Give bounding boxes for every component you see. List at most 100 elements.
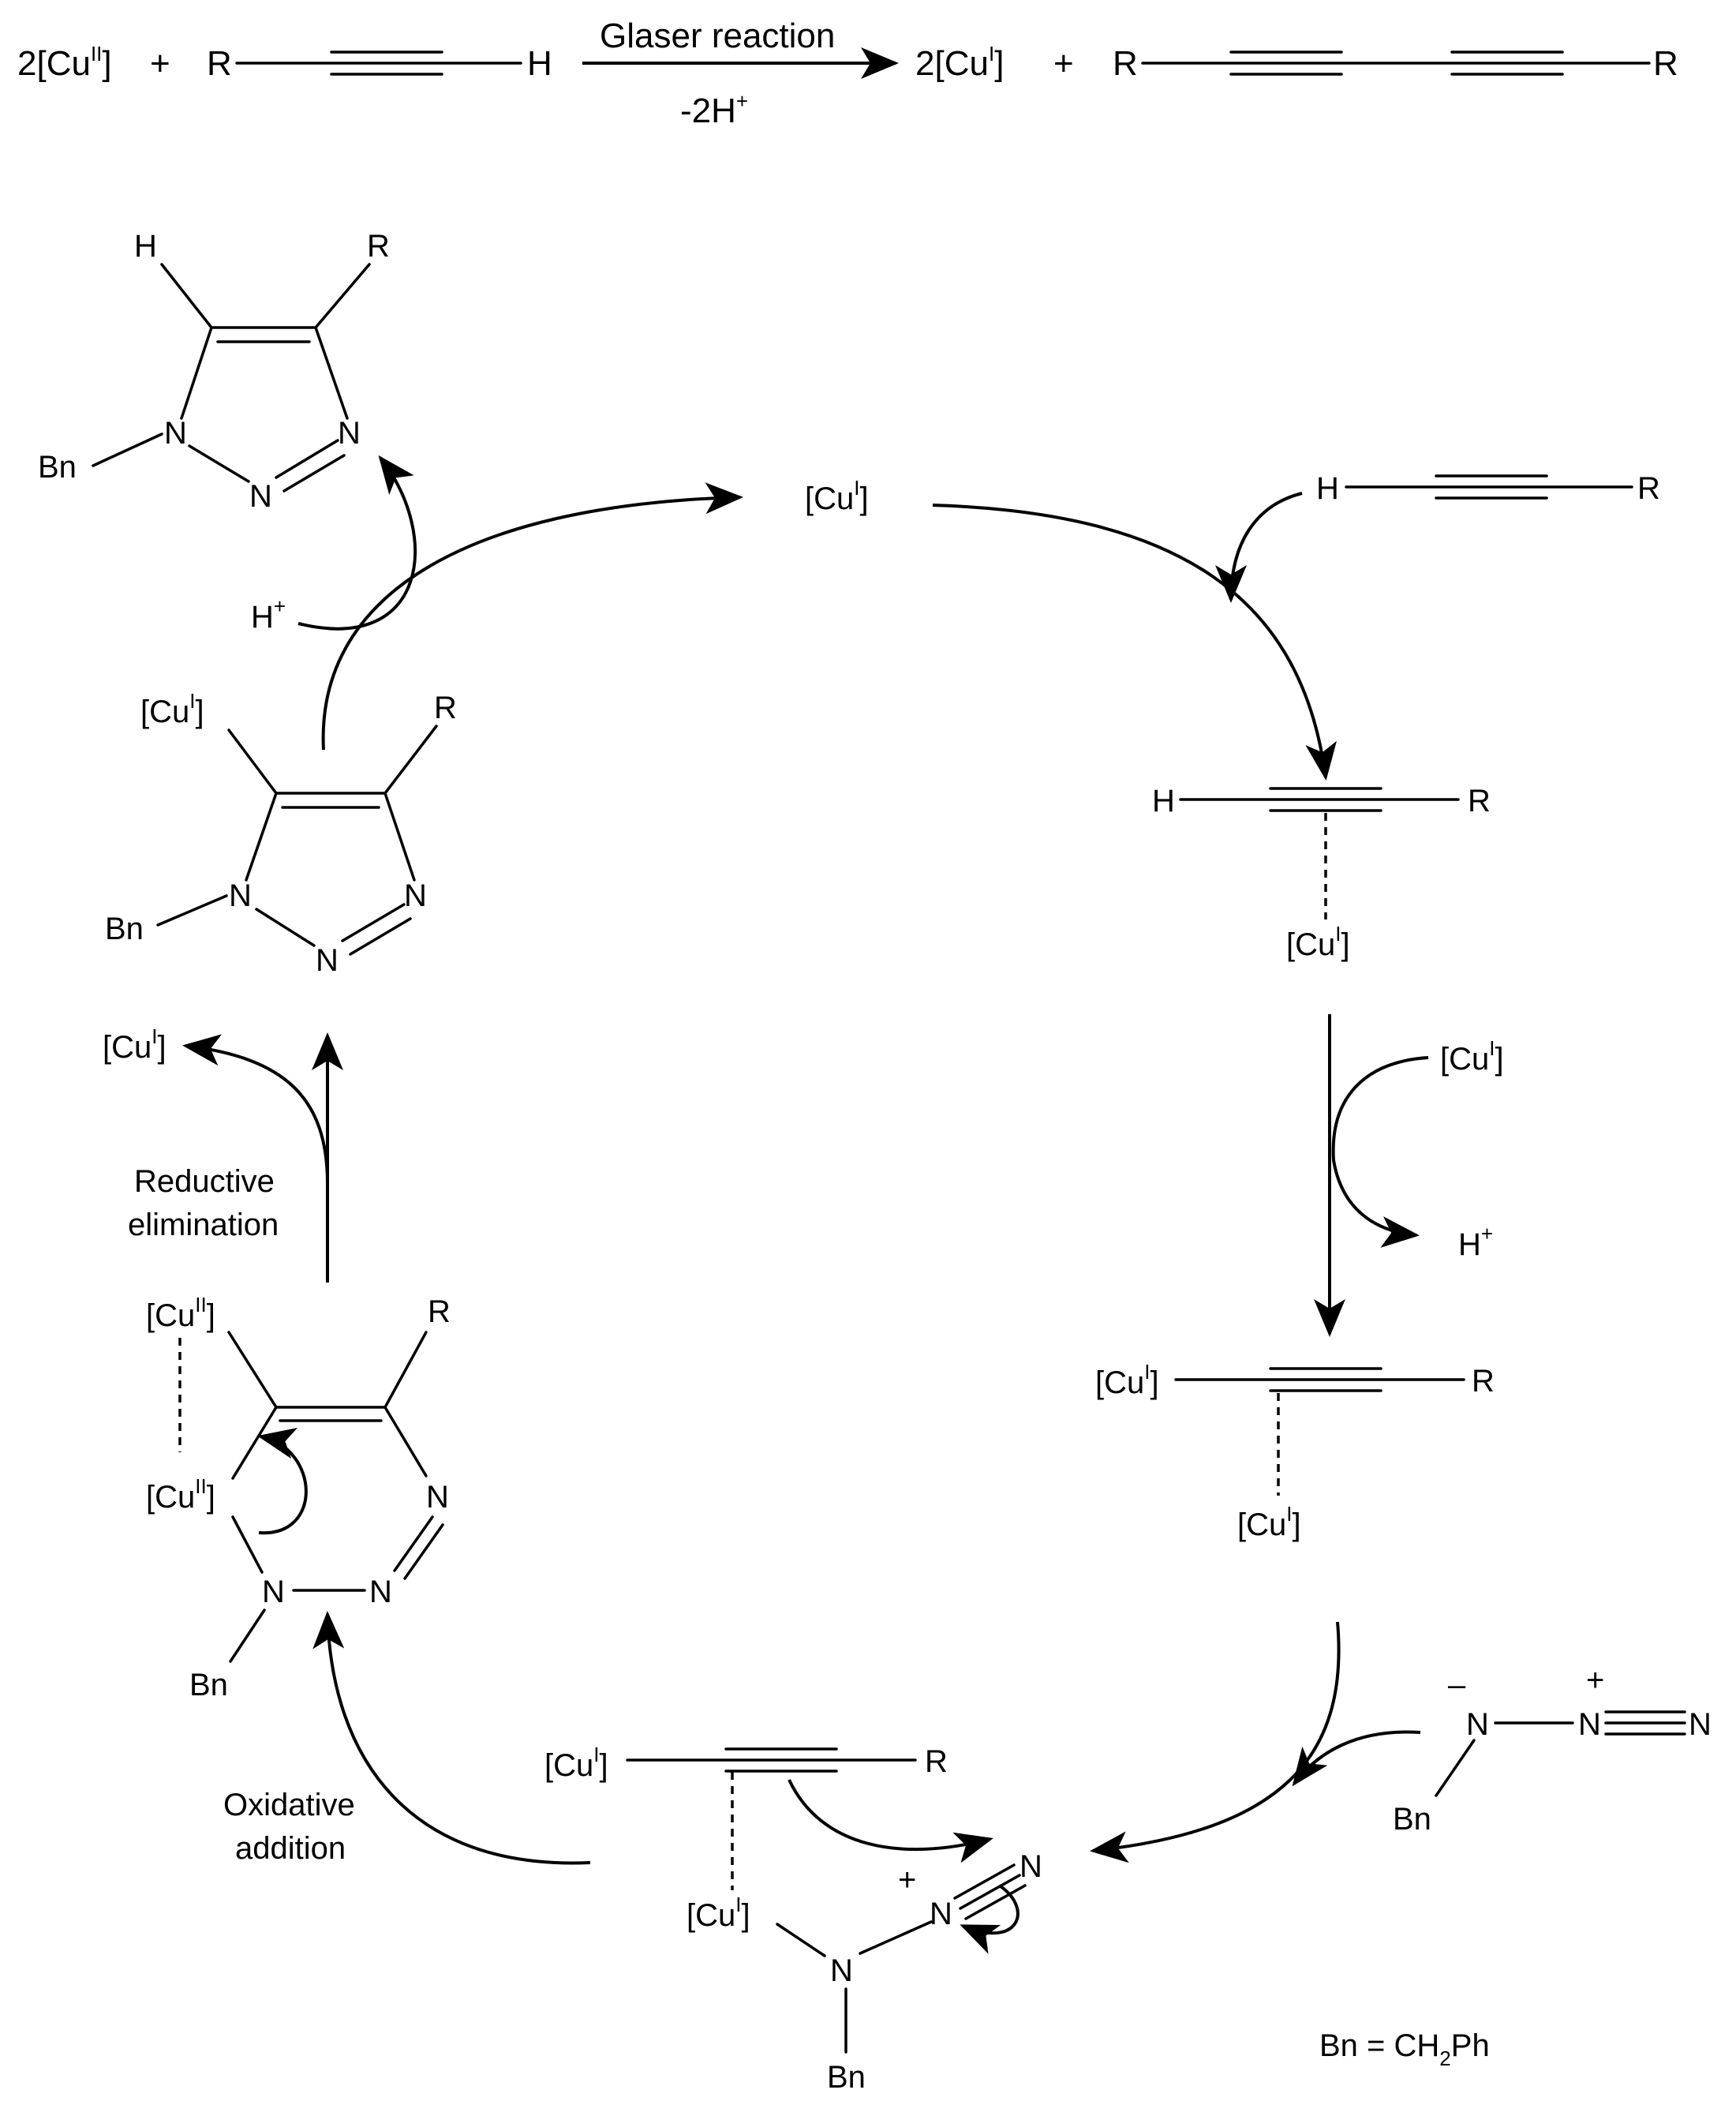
r-label: R (1113, 44, 1138, 83)
proton-released: H+ (1458, 1222, 1493, 1262)
minus-charge: – (1448, 1668, 1466, 1702)
cu-n-bond (776, 1923, 826, 1957)
cu-i-coordinated: [CuI] (1286, 922, 1350, 962)
bond (160, 263, 213, 329)
plus-sign: + (1053, 44, 1074, 83)
reductive-label-line2: elimination (128, 1208, 279, 1242)
n-label: N (830, 1953, 853, 1988)
bond (383, 792, 416, 882)
double-bond-line (275, 439, 339, 479)
bond (383, 1406, 428, 1477)
alkyne-coordination-arrow (932, 504, 1337, 781)
n-label: N (262, 1575, 285, 1609)
proton-label: H+ (251, 594, 286, 635)
copper-metallacycle: [CuII] [CuII] R N N N Bn (146, 1293, 451, 1702)
n1-label: N (229, 878, 252, 913)
bond (227, 1331, 278, 1409)
r-label: R (1653, 44, 1678, 83)
n3-label: N (404, 878, 427, 913)
r-label: R (434, 691, 457, 725)
bond (245, 792, 278, 882)
n2-label: N (249, 479, 272, 514)
oxidative-label-line2: addition (235, 1831, 346, 1866)
triple-bond-line (953, 1863, 1016, 1900)
cu-i-acetylide: [CuI] (1095, 1360, 1159, 1400)
cu-ii-reagent: 2[CuII] (17, 42, 112, 83)
bond (383, 725, 438, 795)
r-label: R (367, 229, 390, 264)
cu-i-second: [CuI] (1440, 1036, 1504, 1077)
glaser-equation: 2[CuII] + R H Glaser reaction -2H+ 2[CuI… (17, 17, 1678, 130)
cu-i-product: 2[CuI] (915, 42, 1004, 83)
benzyl-azide-reagent: – N + N N Bn (1393, 1663, 1712, 1837)
cu-i-released: [CuI] (103, 1024, 166, 1065)
bond (314, 326, 349, 420)
bond (383, 1331, 428, 1409)
n-label: N (1020, 1849, 1042, 1884)
h-label: H (527, 44, 552, 83)
triple-bond-line (964, 1884, 1027, 1920)
cu-i-complex: [CuI] (544, 1743, 608, 1783)
double-bond-line (282, 454, 346, 492)
triazole-product: H R N N N Bn (38, 229, 390, 514)
bn-bond (156, 894, 228, 927)
double-bond-line (341, 903, 406, 942)
h-label: H (1316, 471, 1339, 506)
n3-label: N (338, 416, 361, 451)
bn-label: Bn (38, 450, 77, 485)
oxidative-addition-arrow (312, 1611, 591, 1865)
n2-label: N (316, 943, 339, 978)
minus-2h-label: -2H+ (680, 89, 748, 130)
bond (188, 444, 250, 483)
reductive-electron-arrow (257, 1428, 308, 1535)
bond (180, 326, 213, 420)
electron-shift-arrow (960, 1885, 1020, 1954)
double-bond-line (403, 1523, 444, 1580)
n-label: N (1689, 1707, 1712, 1742)
cu-ii-lower: [CuII] (146, 1474, 215, 1515)
bn-label: Bn (189, 1668, 228, 1702)
cu-release-arrow (182, 1034, 329, 1185)
bn-bond (1435, 1739, 1476, 1797)
alkyne-attack-arrow (1215, 492, 1303, 603)
h-label: H (134, 229, 157, 264)
bond (314, 263, 371, 329)
bn-label: Bn (105, 912, 144, 946)
cu-i-triazolide: [CuI] (140, 689, 204, 729)
n-label: N (426, 1480, 449, 1515)
bn-bond (92, 433, 163, 467)
h-label: H (1152, 784, 1175, 818)
bn-label: Bn (827, 2060, 866, 2095)
n-label: N (1466, 1707, 1489, 1742)
bond (255, 908, 316, 947)
bn-bond (229, 1609, 266, 1663)
r-label: R (1472, 1364, 1495, 1399)
cu-i-pi-bound: [CuI] (1237, 1502, 1301, 1542)
r-label: R (1468, 784, 1491, 818)
r-label: R (428, 1294, 451, 1329)
cu-i-catalyst: [CuI] (805, 476, 869, 516)
glaser-reaction-label: Glaser reaction (600, 17, 835, 55)
n-label: N (1578, 1707, 1601, 1742)
triple-bond-line (959, 1874, 1021, 1910)
dicopper-acetylide: [CuI] R [CuI] (1095, 1360, 1495, 1542)
plus-sign: + (150, 44, 170, 83)
azide-coordination-arrow (1090, 1621, 1341, 1863)
plus-charge: + (898, 1863, 916, 1897)
r-label: R (1637, 471, 1660, 506)
r-label: R (925, 1744, 948, 1779)
reductive-label-line1: Reductive (134, 1164, 275, 1199)
double-bond-line (349, 917, 412, 956)
plus-charge: + (1586, 1663, 1604, 1698)
azide-attack-arrow (1292, 1730, 1421, 1787)
bn-label: Bn (1393, 1802, 1431, 1837)
r-label: R (207, 44, 232, 83)
bond (227, 728, 278, 795)
bn-definition: Bn = CH2Ph (1319, 2028, 1490, 2070)
n1-label: N (164, 416, 187, 451)
bond (231, 1406, 278, 1480)
n-label: N (369, 1575, 392, 1609)
catalyst-regeneration-arrow (321, 482, 743, 751)
double-bond-line (393, 1515, 434, 1572)
